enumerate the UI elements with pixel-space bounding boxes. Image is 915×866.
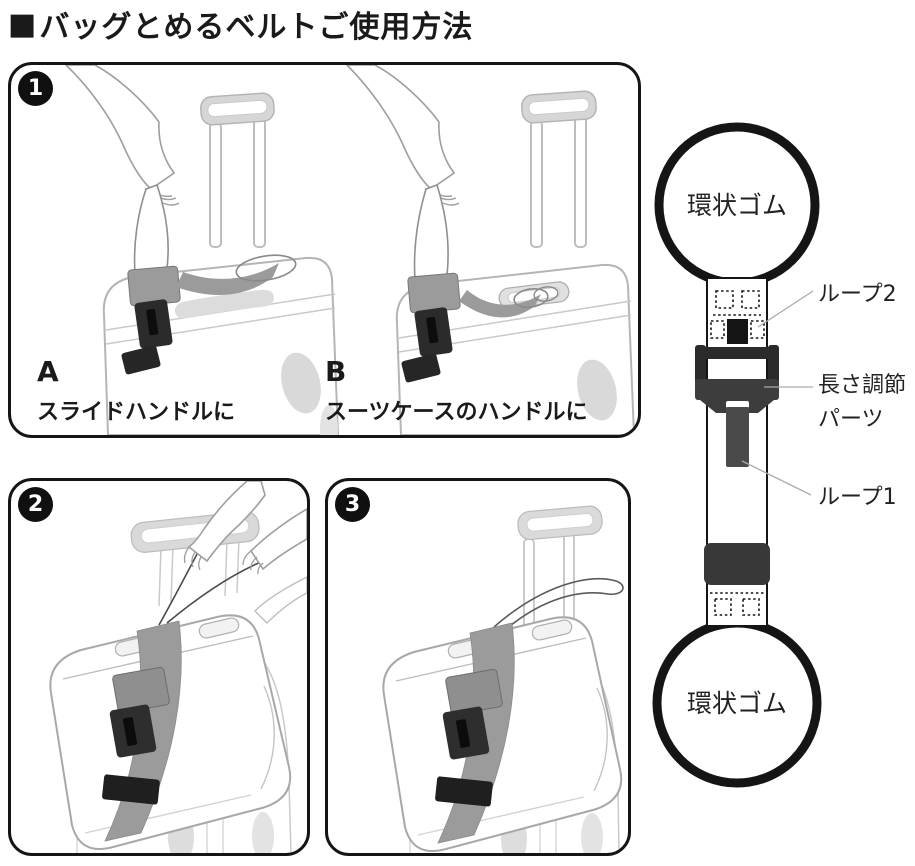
loop1-label: ループ1 [818,485,897,510]
slide-handle-grip [200,92,275,126]
lower-band [704,543,770,585]
adjuster-label-line1: 長さ調節 [818,373,906,398]
variant-a-label-block: A スライドハンドルに [37,355,236,426]
variant-b-label-block: B スーツケースのハンドルに [325,355,588,426]
illustration-carry-handle [345,65,636,435]
illustration-bag-fastening [49,481,307,853]
adjuster-label-line2: パーツ [818,407,884,432]
variant-b-caption: スーツケースのハンドルに [325,399,588,425]
variant-b-letter: B [325,355,347,388]
square-bullet-icon: ■ [8,6,38,42]
belt-parts-diagram: 環状ゴム 環状ゴム ループ2 長さ調節 パーツ ループ1 [652,122,906,788]
step1-illustration [64,65,636,435]
panel-step3: 3 [325,478,631,856]
panel-step1: 1 [8,62,641,438]
loop1-leader-line [741,460,812,496]
illustration-slide-handle [64,65,340,435]
loop1-strap [726,407,749,467]
page-title-text: バッグとめるベルトご使用方法 [39,10,474,45]
loop2-bar [727,319,748,344]
panel-step2: 2 [8,478,310,856]
step3-number-badge: 3 [335,487,370,522]
loop2-label: ループ2 [818,282,897,307]
page-title: ■ バッグとめるベルトご使用方法 [8,2,473,46]
bottom-ring-label: 環状ゴム [687,689,787,718]
variant-a-letter: A [37,355,59,388]
lower-stitching [710,592,764,616]
top-ring-label: 環状ゴム [687,191,787,220]
slide-handle-grip [521,90,597,124]
illustration-bag-fastened [382,505,624,853]
length-adjuster [695,345,779,413]
step2-number-badge: 2 [18,487,53,522]
loop2-leader-line [757,290,814,328]
step2-illustration [49,481,307,853]
step3-illustration [382,505,624,853]
variant-a-caption: スライドハンドルに [37,399,236,425]
step1-number-badge: 1 [18,71,53,106]
loop2-stitching [710,290,765,339]
